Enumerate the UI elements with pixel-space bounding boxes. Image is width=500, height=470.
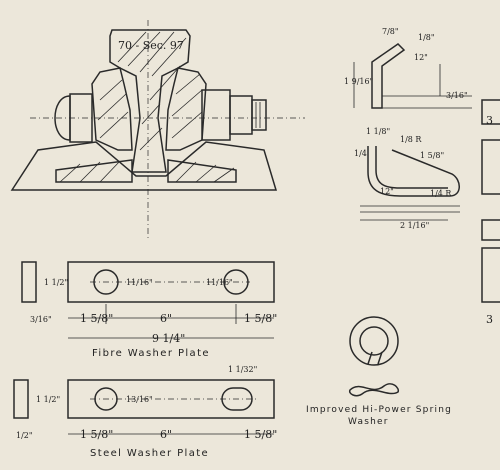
swp-height-dim: 1 1/2" [36, 395, 60, 404]
swp-slot-dim: 1 1/32" [228, 365, 257, 374]
swp-end-left-dim: 1 5/8" [80, 428, 113, 441]
edge-dim-1: 3 [486, 114, 493, 127]
clip-height-dim: 1 9/16" [344, 77, 373, 86]
fwp-thickness-dim: 3/16" [30, 315, 52, 324]
clip2-angle-dim: 12" [380, 187, 394, 196]
clip2-r-dim: 1/8 R [400, 135, 422, 144]
clip-tip-dim: 1/8" [418, 33, 435, 42]
steel-washer-plate: 1 5/8" 6" 1 5/8" 1/2" 1 1/32" 13/16" 1 1… [13, 365, 277, 459]
fwp-hole-dim-a: 11/16" [126, 278, 153, 287]
clip-thick-dim: 3/16" [446, 91, 468, 100]
clip-top-dim: 7/8" [382, 27, 399, 36]
fibre-caption: Fibre Washer Plate [92, 348, 210, 359]
clip2-a-dim: 1 1/8" [366, 127, 390, 136]
swp-length-dim: 6" [160, 428, 172, 441]
fwp-length-dim: 6" [160, 312, 172, 325]
spring-washer: Improved Hi-Power Spring Washer [306, 316, 452, 427]
edge-dim-2: 3 [486, 313, 493, 326]
steel-caption: Steel Washer Plate [90, 448, 209, 459]
swp-hole-dim: 13/16" [126, 395, 153, 404]
fwp-hole-dim-b: 11/16" [206, 278, 233, 287]
clip2-width-dim: 2 1/16" [400, 221, 429, 230]
right-edge-partials: 3 3 [481, 99, 500, 326]
swp-end-right-dim: 1 5/8" [244, 428, 277, 441]
clip2-b-dim: 1 5/8" [420, 151, 444, 160]
spring-caption-line2: Washer [348, 417, 389, 427]
rail-label: 70 - Sec. 97 [118, 39, 184, 52]
rail-clip-top: 7/8" 1/8" 12" 1 9/16" 3/16" [344, 27, 472, 109]
rail-joint-section: 70 - Sec. 97 [10, 20, 305, 240]
clip2-r2-dim: 1/4 R [430, 189, 452, 198]
swp-thickness-dim: 1/2" [16, 431, 33, 440]
clip-angle-dim: 12" [414, 53, 428, 62]
spring-caption-line1: Improved Hi-Power Spring [306, 405, 452, 415]
fwp-total-dim: 9 1/4" [152, 332, 185, 345]
fwp-end-left-dim: 1 5/8" [80, 312, 113, 325]
rail-clip-bottom: 1 1/8" 1/8 R 1 5/8" 1/4 1/4 R 12" 2 1/16… [354, 127, 460, 230]
fwp-end-right-dim: 1 5/8" [244, 312, 277, 325]
fibre-washer-plate: 1 5/8" 6" 1 5/8" 9 1/4" 3/16" 1 1/2" 11/… [21, 261, 277, 359]
clip2-side-dim: 1/4 [354, 149, 367, 158]
fwp-height-dim: 1 1/2" [44, 278, 68, 287]
